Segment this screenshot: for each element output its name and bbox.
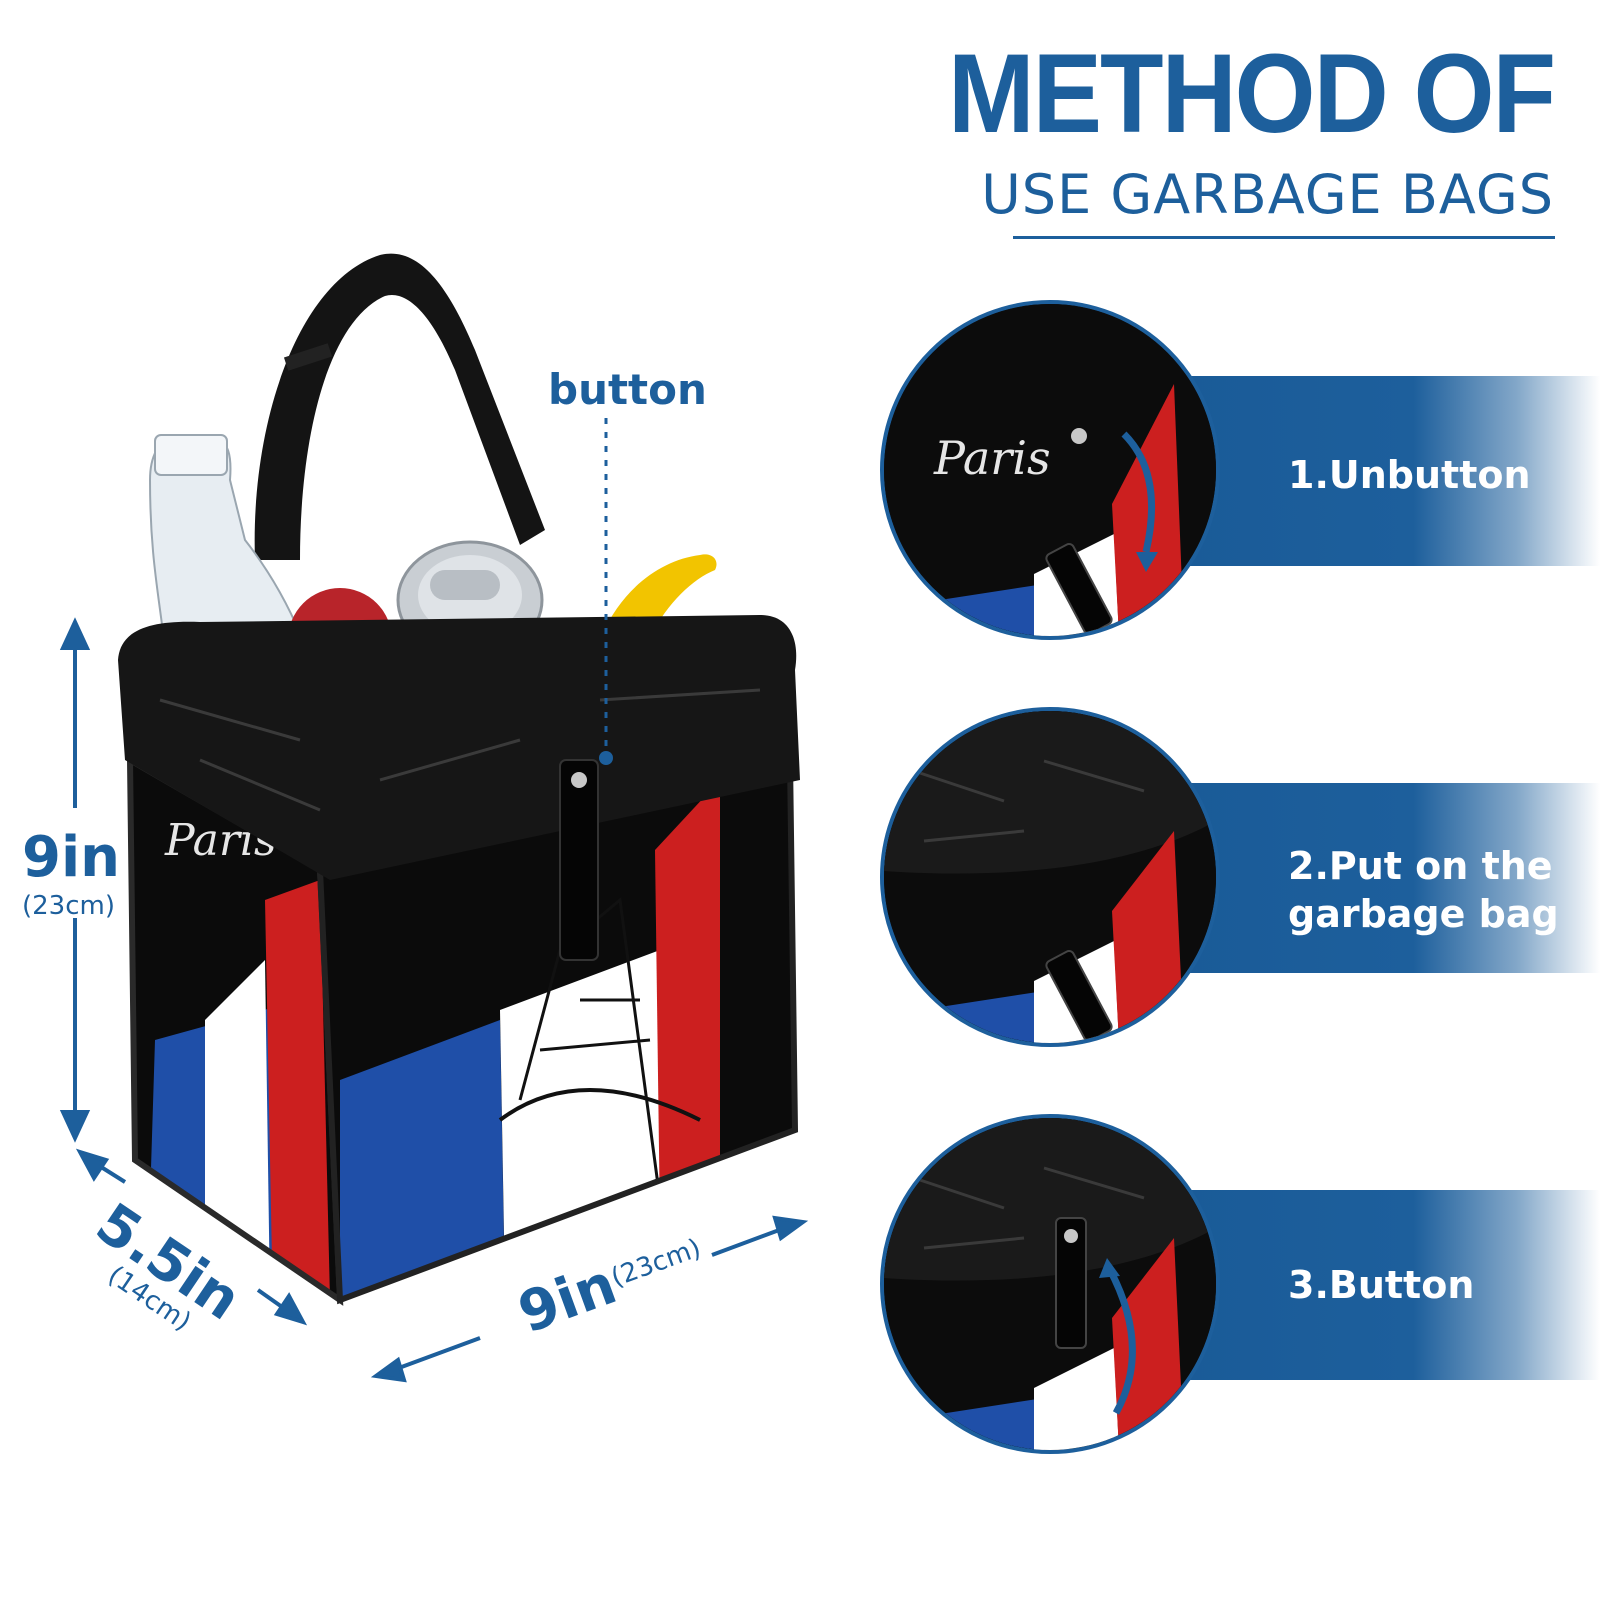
step-3-band (1185, 1190, 1600, 1380)
step-3-label: 3.Button (1288, 1263, 1475, 1307)
button-callout-label: button (548, 365, 707, 414)
height-value: 9in (22, 825, 121, 890)
width-arrow (370, 1215, 809, 1383)
step-2-label: 2.Put on the garbage bag (1288, 844, 1559, 936)
step-1-band (1185, 376, 1600, 566)
button-strap (559, 759, 599, 961)
callout-dot (599, 751, 613, 765)
depth-arrow (75, 1148, 308, 1326)
step-2-image (880, 707, 1220, 1047)
garbage-bag-rim (118, 615, 800, 880)
page-title: METHOD OF (948, 31, 1556, 157)
product-illustration: Paris (59, 253, 809, 1383)
step-1-image: Paris (880, 300, 1220, 640)
height-metric: (23cm) (22, 891, 115, 921)
step-1-print-text: Paris (933, 431, 1051, 485)
step-3-image (880, 1114, 1220, 1454)
step-2-band (1185, 783, 1600, 973)
page-subtitle: USE GARBAGE BAGS (981, 163, 1554, 226)
strap-buckle (283, 343, 333, 371)
height-arrow (59, 617, 91, 1143)
title-underline (1013, 236, 1555, 239)
strap (254, 253, 545, 560)
step-1-label: 1.Unbutton (1288, 453, 1531, 497)
snap-button (571, 772, 587, 788)
